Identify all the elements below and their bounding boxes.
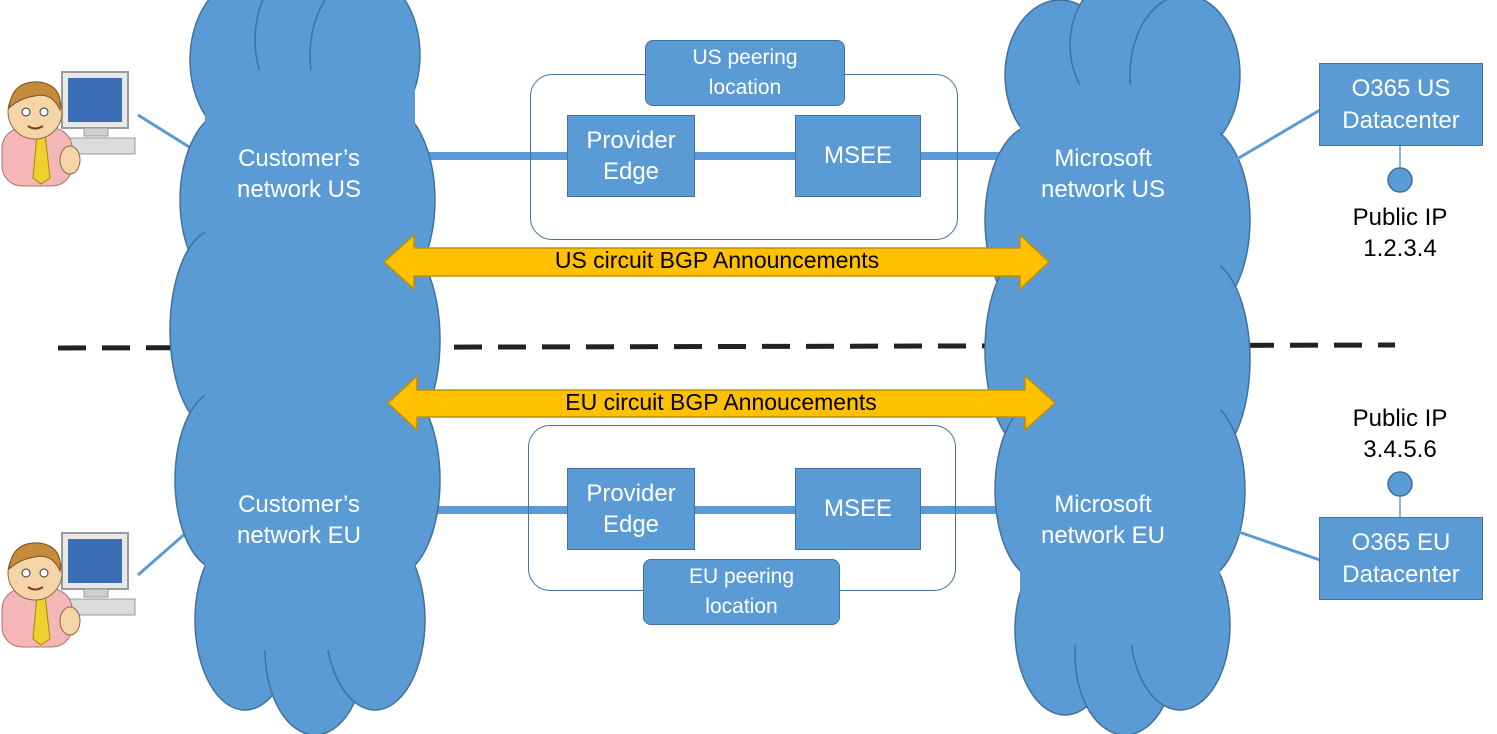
microsoft-network-eu-label: Microsoft network EU [1040, 491, 1166, 550]
o365-eu-datacenter: O365 EU Datacenter [1319, 517, 1483, 600]
us-bgp-arrow [382, 233, 1051, 291]
public-ip-eu-dot [1387, 471, 1413, 497]
o365-us-datacenter: O365 US Datacenter [1319, 63, 1483, 146]
eu-peering-title: EU peering location [643, 559, 840, 625]
public-ip-us-label: Public IP 1.2.3.4 [1352, 204, 1448, 263]
o365-us-link [1231, 108, 1321, 164]
us-provider-edge: Provider Edge [567, 115, 695, 197]
us-msee: MSEE [795, 115, 921, 197]
user-at-computer-icon [1, 532, 136, 648]
microsoft-network-us-label: Microsoft network US [1040, 145, 1166, 204]
us-peering-title: US peering location [645, 40, 845, 106]
customer-network-us-label: Customer’s network US [236, 145, 362, 204]
eu-bgp-arrow [386, 374, 1057, 432]
eu-provider-edge: Provider Edge [567, 468, 695, 550]
microsoft-cloud [984, 0, 1251, 734]
user-at-computer-icon [1, 71, 136, 187]
customer-network-eu-label: Customer’s network EU [236, 491, 362, 550]
us-bgp-label: US circuit BGP Announcements [554, 247, 880, 273]
customer-cloud [169, 0, 441, 734]
eu-msee: MSEE [795, 468, 921, 550]
public-ip-eu-label: Public IP 3.4.5.6 [1352, 405, 1448, 464]
o365-eu-link [1209, 520, 1321, 562]
eu-bgp-label: EU circuit BGP Annoucements [565, 389, 877, 415]
public-ip-us-dot [1387, 167, 1413, 193]
